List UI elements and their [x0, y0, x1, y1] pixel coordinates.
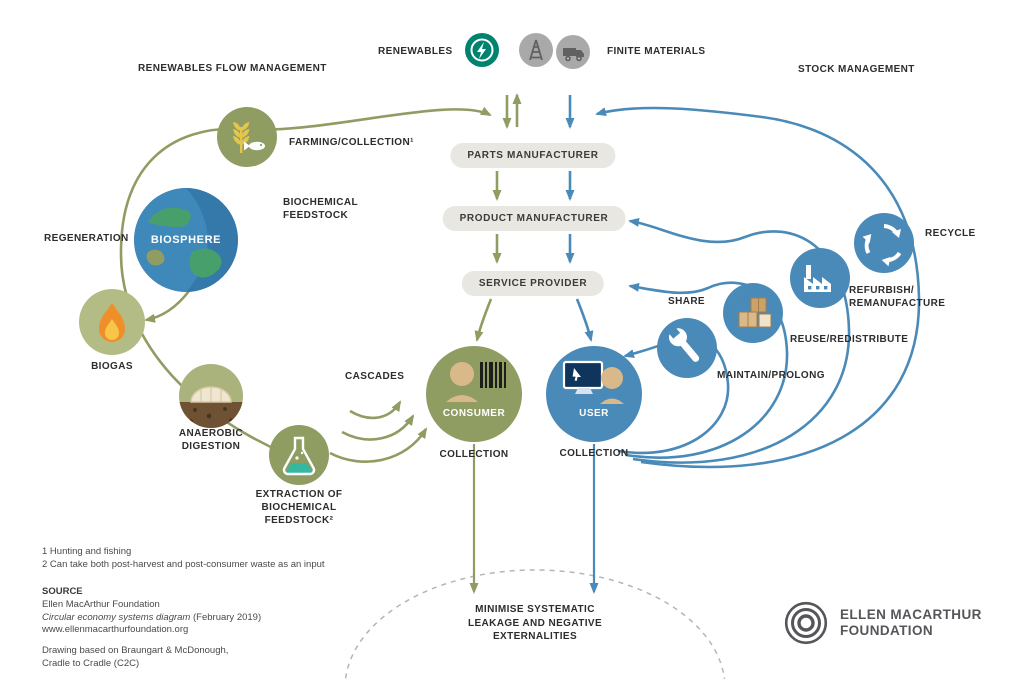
emf-logo: ELLEN MACARTHUR FOUNDATION [780, 597, 982, 649]
source-credit-2: Cradle to Cradle (C2C) [42, 658, 140, 670]
footnote-2: 2 Can take both post-harvest and post-co… [42, 558, 325, 570]
refurbish-line2: REMANUFACTURE [849, 298, 946, 309]
recycle-icon [862, 224, 902, 267]
biogas-label: BIOGAS [91, 361, 133, 372]
maintain-icon [666, 325, 700, 362]
biogas-icon [99, 303, 125, 342]
maintain-prolong-label: MAINTAIN/PROLONG [717, 370, 825, 381]
service-provider-pill: SERVICE PROVIDER [461, 271, 605, 296]
finite-truck-node [556, 35, 590, 69]
biogas-node [79, 289, 145, 355]
recycle-label: RECYCLE [925, 228, 976, 239]
anaerobic-digestion-node [179, 364, 243, 428]
maintain-node [657, 318, 717, 378]
anaerobic-digestion-icon [179, 386, 243, 428]
refurbish-remanufacture-label: REFURBISH/ REMANUFACTURE [849, 284, 945, 310]
reuse-redistribute-label: REUSE/REDISTRIBUTE [790, 334, 909, 345]
user-node: USER [546, 346, 642, 442]
anaerobic-digestion-label: ANAEROBIC DIGESTION [171, 427, 251, 453]
extraction-line2: BIOCHEMICAL [261, 502, 337, 513]
extraction-line1: EXTRACTION OF [255, 489, 343, 500]
farming-collection-node [217, 107, 277, 167]
source-work-date: (February 2019) [190, 611, 262, 623]
biochemical-line2: FEEDSTOCK [283, 210, 349, 221]
extraction-label: EXTRACTION OF BIOCHEMICAL FEEDSTOCK² [249, 488, 349, 527]
consumer-label: CONSUMER [442, 408, 506, 419]
renewables-label: RENEWABLES [378, 46, 453, 57]
regeneration-label: REGENERATION [44, 233, 129, 244]
farming-icon [233, 122, 265, 153]
share-node [723, 283, 783, 343]
emf-logo-icon [784, 601, 828, 645]
source-work: Circular economy systems diagram (Februa… [42, 612, 261, 625]
user-label: USER [579, 408, 609, 419]
extraction-node [269, 425, 329, 485]
stock-management-label: STOCK MANAGEMENT [798, 64, 915, 75]
source-org: Ellen MacArthur Foundation [42, 598, 160, 610]
biosphere-icon [134, 188, 238, 292]
minimise-line1: MINIMISE SYSTEMATIC [475, 604, 595, 615]
collection-consumer-label: COLLECTION [439, 449, 509, 460]
reuse-icon [804, 265, 831, 292]
consumer-node: CONSUMER [426, 346, 522, 442]
source-work-title: Circular economy systems diagram [42, 611, 191, 623]
truck-icon [563, 48, 584, 62]
biochemical-line1: BIOCHEMICAL [283, 197, 358, 208]
reuse-node [790, 248, 850, 308]
renewables-node [465, 33, 499, 67]
extraction-icon [282, 436, 316, 476]
recycle-node [854, 213, 914, 273]
emf-logo-text: ELLEN MACARTHUR FOUNDATION [840, 607, 982, 638]
refurbish-line1: REFURBISH/ [849, 285, 915, 296]
biosphere-node: BIOSPHERE [134, 188, 238, 292]
biosphere-label: BIOSPHERE [150, 234, 222, 246]
emf-logo-line2: FOUNDATION [840, 623, 933, 638]
parts-manufacturer-pill: PARTS MANUFACTURER [450, 143, 616, 168]
user-icon [562, 360, 624, 404]
cascades-label: CASCADES [345, 371, 405, 382]
source-spacer [42, 637, 261, 645]
share-label: SHARE [668, 296, 706, 307]
product-manufacturer-pill: PRODUCT MANUFACTURER [442, 206, 626, 231]
source-block: SOURCE Ellen MacArthur Foundation Circul… [42, 586, 261, 671]
share-icon [738, 297, 772, 328]
oil-derrick-icon [529, 39, 543, 61]
biochemical-feedstock-label: BIOCHEMICAL FEEDSTOCK [283, 196, 358, 222]
renewables-icon [470, 38, 494, 62]
anaerobic-line2: DIGESTION [181, 441, 241, 452]
extraction-line3: FEEDSTOCK² [264, 515, 334, 526]
farming-collection-label: FARMING/COLLECTION¹ [289, 137, 414, 148]
minimise-line2: LEAKAGE AND NEGATIVE [467, 617, 603, 629]
footnotes-block: 1 Hunting and fishing 2 Can take both po… [42, 546, 325, 572]
finite-materials-label: FINITE MATERIALS [607, 46, 706, 57]
emf-logo-line1: ELLEN MACARTHUR [840, 607, 982, 623]
footnote-1: 1 Hunting and fishing [42, 546, 132, 557]
source-url: www.ellenmacarthurfoundation.org [42, 624, 189, 636]
collection-user-label: COLLECTION [559, 448, 629, 459]
consumer-icon [446, 362, 506, 402]
source-credit-1: Drawing based on Braungart & McDonough, [42, 645, 229, 657]
finite-derrick-node [519, 33, 553, 67]
source-heading: SOURCE [42, 586, 83, 597]
renewables-flow-management-label: RENEWABLES FLOW MANAGEMENT [138, 63, 327, 74]
minimise-leakage-label: MINIMISE SYSTEMATIC LEAKAGE AND NEGATIVE… [455, 603, 615, 644]
anaerobic-line1: ANAEROBIC [178, 428, 244, 439]
minimise-line3: EXTERNALITIES [492, 631, 578, 642]
